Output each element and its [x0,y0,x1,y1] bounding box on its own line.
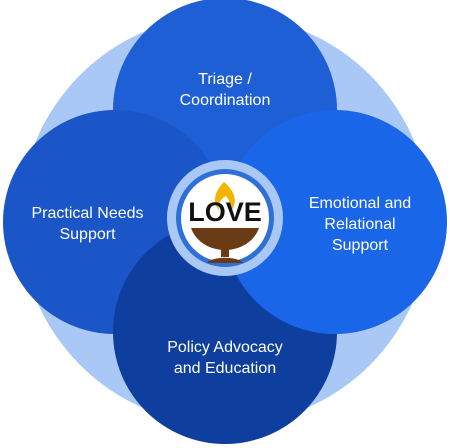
segment-label-policy: Policy Advocacy and Education [135,337,315,379]
segment-label-line: and Education [173,360,277,377]
chalice-base-icon [207,257,243,263]
circle-right-emotional [223,110,447,334]
segment-label-line: Policy Advocacy [167,339,283,356]
segment-label-emotional: Emotional and Relational Support [290,193,430,256]
segment-label-line: Emotional and [308,195,412,212]
segment-label-line: Support [331,237,389,254]
chalice-bowl-icon [191,228,259,250]
logo-love-word: LOVE [188,197,262,227]
flaming-chalice-icon [191,182,259,263]
segment-label-practical: Practical Needs Support [10,203,165,245]
segment-label-line: Relational [324,216,396,233]
chalice-stem-icon [221,249,229,257]
segment-label-triage: Triage / Coordination [135,69,315,111]
flame-icon [215,182,235,212]
segment-label-line: Coordination [179,92,271,109]
segment-label-line: Practical Needs [31,205,144,222]
segment-label-line: Triage / [198,71,252,88]
segment-label-line: Support [59,226,116,243]
